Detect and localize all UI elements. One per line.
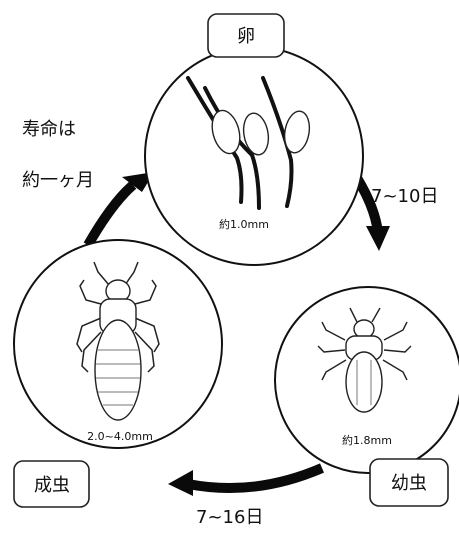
- egg-size-label: 約1.0mm: [219, 217, 269, 231]
- duration-egg-to-nymph: 7~10日: [371, 186, 438, 207]
- arrow-head-nymph-to-adult: [168, 470, 193, 496]
- adult-size-label: 2.0~4.0mm: [87, 430, 153, 443]
- nymph-abdomen: [346, 352, 382, 412]
- duration-nymph-to-adult: 7~16日: [196, 507, 263, 528]
- lifespan-line-2: 約一ヶ月: [22, 170, 94, 191]
- egg-stage: 約1.0mm 卵: [145, 14, 363, 265]
- lifespan-line-1: 寿命は: [22, 119, 76, 140]
- adult-label: 成虫: [34, 475, 70, 496]
- egg-label: 卵: [237, 26, 255, 47]
- adult-stage: 2.0~4.0mm 成虫: [14, 240, 222, 507]
- nymph-size-label: 約1.8mm: [342, 433, 392, 447]
- nymph-label: 幼虫: [391, 473, 427, 494]
- arrow-nymph-to-adult: [188, 468, 322, 488]
- arrow-head-egg-to-nymph: [366, 226, 390, 251]
- arrow-adult-to-egg: [88, 185, 133, 245]
